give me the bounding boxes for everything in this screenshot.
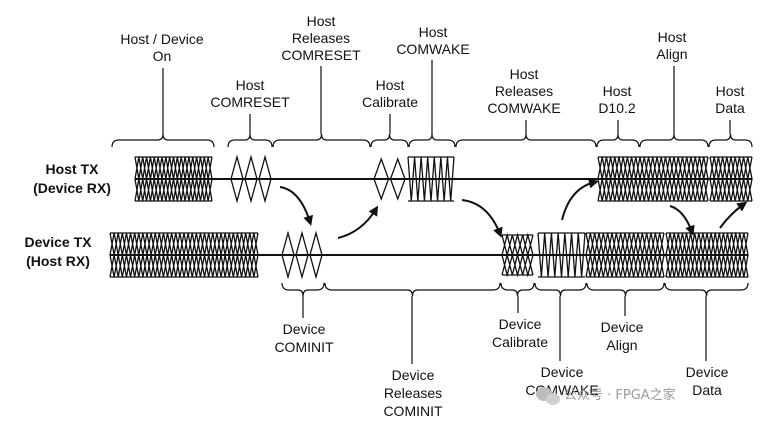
label-host-releases-comwake-line2: Releases [495,83,553,99]
arrow-icon [279,186,313,226]
burst-device-calibrate [501,232,534,278]
label-leader-lines [162,60,731,364]
label-device-data-line2: Data [692,382,722,398]
watermark-text: 公众号 · FPGA之家 [564,387,676,403]
label-host-data-line2: Data [715,100,745,116]
lane-label-device-tx-line1: Device TX [25,234,93,250]
label-host-comreset-line1: Host [236,77,265,93]
burst-host-data [709,156,753,202]
arrow-icon [337,205,379,239]
lane-label-device-tx-line2: (Host RX) [26,253,90,269]
label-host-comreset: Host COMRESET [210,77,290,110]
label-host-align-line2: Align [656,46,687,62]
lane-label-host-tx-line1: Host TX [46,161,100,177]
label-host-data: Host Data [715,83,745,116]
bracket-device-calibrate [500,282,535,297]
arrow-icon [461,199,503,238]
label-device-cominit-line1: Device [283,321,326,337]
label-host-align-line1: Host [658,29,687,45]
lane-label-host-tx-line2: (Device RX) [33,180,111,196]
label-host-releases-comreset: Host Releases COMRESET [281,13,361,63]
device-phase-labels: Device COMINIT Device Releases COMINIT D… [274,316,728,419]
label-device-cominit: Device COMINIT [274,321,334,355]
label-host-calibrate: Host Calibrate [362,77,418,110]
bracket-host-comwake [408,133,456,148]
label-host-comwake: Host COMWAKE [396,24,469,57]
burst-device-data [665,232,749,278]
signal-bursts [109,154,753,280]
label-host-device-on-line1: Host / Device [120,31,203,47]
label-device-cominit-line2: COMINIT [274,339,334,355]
label-device-calibrate-line1: Device [499,316,542,332]
lane-label-host-tx: Host TX (Device RX) [33,161,111,196]
bracket-host-releases-comwake [455,133,597,148]
lane-label-device-tx: Device TX (Host RX) [25,234,93,269]
bracket-host-align [639,133,709,148]
label-host-d10-2-line2: D10.2 [598,100,636,116]
label-host-comwake-line2: COMWAKE [396,41,469,57]
burst-device-cominit [281,230,323,280]
host-phase-labels: Host / Device On Host COMRESET Host Rele… [120,13,745,116]
bracket-host-data [708,133,753,148]
burst-host-comreset [230,154,272,204]
label-host-device-on-line2: On [153,48,172,64]
arrow-icon [561,178,599,221]
label-device-releases-cominit-line2: Releases [384,385,442,401]
label-host-releases-comreset-line3: COMRESET [281,47,361,63]
arrow-icon [719,201,748,229]
burst-host-power-on [134,156,213,202]
burst-host-d10-2 [597,156,641,202]
label-device-data-line1: Device [686,364,729,380]
burst-device-align [585,232,665,278]
label-host-releases-comwake: Host Releases COMWAKE [487,66,560,116]
label-device-calibrate: Device Calibrate [492,316,548,350]
wechat-icon [536,387,560,405]
label-host-d10-2-line1: Host [603,83,632,99]
bracket-host-comreset [227,133,273,148]
bracket-host-d10-2 [596,133,640,148]
label-device-data: Device Data [686,364,729,398]
bracket-device-releases-cominit [324,282,501,297]
label-host-calibrate-line2: Calibrate [362,94,418,110]
label-device-releases-cominit-line3: COMINIT [383,403,443,419]
burst-host-align [639,156,709,202]
label-host-align: Host Align [656,29,687,62]
burst-device-comwake [537,232,586,278]
label-device-comwake-line1: Device [541,364,584,380]
label-host-comreset-line2: COMRESET [210,94,290,110]
arrow-icon [669,205,695,236]
label-device-calibrate-line2: Calibrate [492,334,548,350]
label-host-calibrate-line1: Host [376,77,405,93]
bracket-device-data [664,282,749,297]
label-device-releases-cominit: Device Releases COMINIT [383,367,443,419]
bracket-host-releases-comreset [272,133,371,148]
bracket-device-comwake [534,282,587,297]
bracket-device-align [586,282,665,297]
label-host-releases-comreset-line2: Releases [292,30,350,46]
watermark: 公众号 · FPGA之家 [536,387,676,405]
label-host-releases-comwake-line1: Host [510,66,539,82]
label-device-releases-cominit-line1: Device [392,367,435,383]
label-host-comwake-line1: Host [419,24,448,40]
burst-device-power-on [109,232,259,278]
label-device-align-line2: Align [606,337,637,353]
label-host-d10-2: Host D10.2 [598,83,636,116]
label-host-device-on: Host / Device On [120,31,203,64]
burst-host-calibrate [373,157,406,201]
burst-host-comwake [407,156,455,202]
bracket-device-cominit [281,282,325,297]
bracket-host-calibrate [370,133,409,148]
label-device-align: Device Align [601,319,644,353]
label-host-data-line1: Host [716,83,745,99]
label-host-releases-comwake-line3: COMWAKE [487,100,560,116]
bracket-host-device-on [111,133,215,148]
handshake-arrows [279,178,748,239]
label-host-releases-comreset-line1: Host [307,13,336,29]
label-device-align-line1: Device [601,319,644,335]
